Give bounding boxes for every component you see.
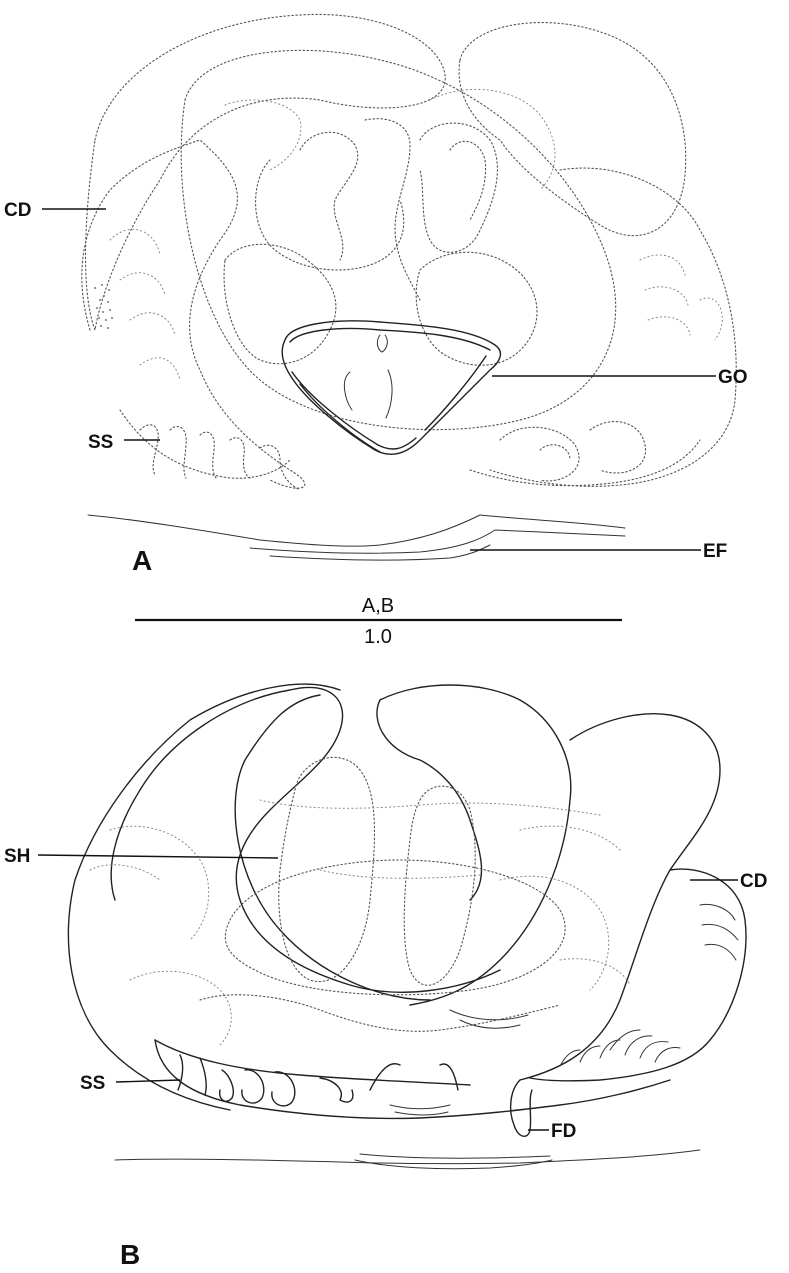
panel-b-inner-ellipse <box>225 860 565 995</box>
panel-b-right-lobe <box>380 685 571 1005</box>
panel-a-inner-fold-6 <box>224 244 336 363</box>
panel-a-gonopore-inner-fold <box>344 335 392 418</box>
panel-a-inner-fold-9 <box>225 100 301 170</box>
panel-a-inner-fold-4 <box>256 160 404 270</box>
panel-a-inner-fold-3 <box>450 141 486 220</box>
scale-bar: A,B 1.0 <box>135 595 622 648</box>
panel-a-drawing <box>82 14 736 560</box>
panel-a-right-side-folds <box>640 255 722 340</box>
panel-b-inner-lower <box>200 995 560 1032</box>
panel-b-inner-oval-1 <box>279 757 375 981</box>
panel-a-inner-fold-7 <box>416 252 537 365</box>
label-go: GO <box>718 367 748 388</box>
panel-a-labels: CD SS GO EF A <box>4 200 748 576</box>
scale-bar-value: 1.0 <box>364 626 392 648</box>
label-fd: FD <box>551 1121 576 1142</box>
panel-letter-b: B <box>120 1239 140 1270</box>
panel-b-lower-base <box>155 1040 670 1118</box>
panel-a-left-lobe <box>86 14 446 330</box>
panel-b-left-outer-arc <box>68 684 340 1110</box>
panel-a-right-lobe <box>459 23 686 236</box>
panel-b-cross-lines <box>260 800 600 878</box>
panel-b-left-arch <box>235 695 430 1000</box>
panel-b-baseline-2 <box>355 1154 552 1169</box>
label-sh: SH <box>4 846 30 867</box>
label-ss-b: SS <box>80 1073 105 1094</box>
label-ss-a: SS <box>88 432 113 453</box>
panel-b-inner-oval-2 <box>404 786 475 985</box>
scale-bar-panels-label: A,B <box>362 595 394 617</box>
panel-b-right-dotted-folds <box>500 826 630 990</box>
panel-a-body-outline <box>82 140 736 488</box>
panel-b-center-stripes <box>390 1010 528 1115</box>
panel-a-inner-fold-8 <box>430 89 555 190</box>
panel-a-inner-fold-5 <box>365 119 420 300</box>
panel-a-external-fold-line-1 <box>88 515 625 546</box>
panel-b-left-lobe <box>111 687 500 992</box>
panel-a-bottom-right-folds <box>470 422 700 486</box>
panel-b-left-dotted-folds <box>90 826 231 1045</box>
panel-a-external-fold-line-3 <box>270 545 490 560</box>
panel-a-gonopore-rim <box>290 329 490 453</box>
panel-a-stipple-patch <box>94 284 113 329</box>
panel-b-bottom-left-folds <box>178 1055 353 1106</box>
panel-b-right-cap <box>520 714 720 1080</box>
panel-letter-a: A <box>132 545 152 576</box>
label-cd-a: CD <box>4 200 31 221</box>
panel-b-center-bridge <box>370 1064 458 1090</box>
panel-b-right-striations <box>560 904 738 1066</box>
panel-b-drawing <box>68 684 746 1169</box>
panel-a-bottom-left-base <box>120 410 290 478</box>
label-cd-b: CD <box>740 871 767 892</box>
label-ef: EF <box>703 541 727 562</box>
panel-a-bottom-left-folds <box>140 425 300 490</box>
panel-a-inner-fold-1 <box>300 132 358 260</box>
panel-b-right-fringe <box>530 869 746 1081</box>
leader-ss-b <box>116 1080 180 1082</box>
